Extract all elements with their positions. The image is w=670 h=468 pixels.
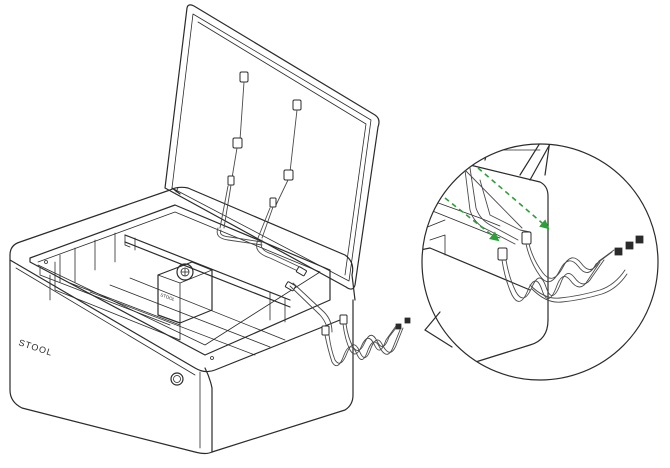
front-brand-mark: STOOL (17, 337, 54, 357)
laser-head-brand: STOOL (160, 292, 176, 302)
arrow-icon (444, 197, 500, 242)
lid-cable-left (219, 71, 249, 229)
external-cables (289, 282, 411, 367)
laser-head: STOOL (157, 261, 213, 324)
arrow-icon (477, 167, 550, 230)
machine-body: STOOL STOOL (9, 186, 356, 455)
power-button-icon (170, 372, 184, 386)
lid (164, 4, 380, 292)
connector-end-2 (614, 235, 644, 256)
zoom-callout (421, 143, 659, 381)
connector-end-1 (395, 317, 411, 330)
fan-icon (176, 263, 194, 281)
lid-cable-right (257, 99, 302, 239)
